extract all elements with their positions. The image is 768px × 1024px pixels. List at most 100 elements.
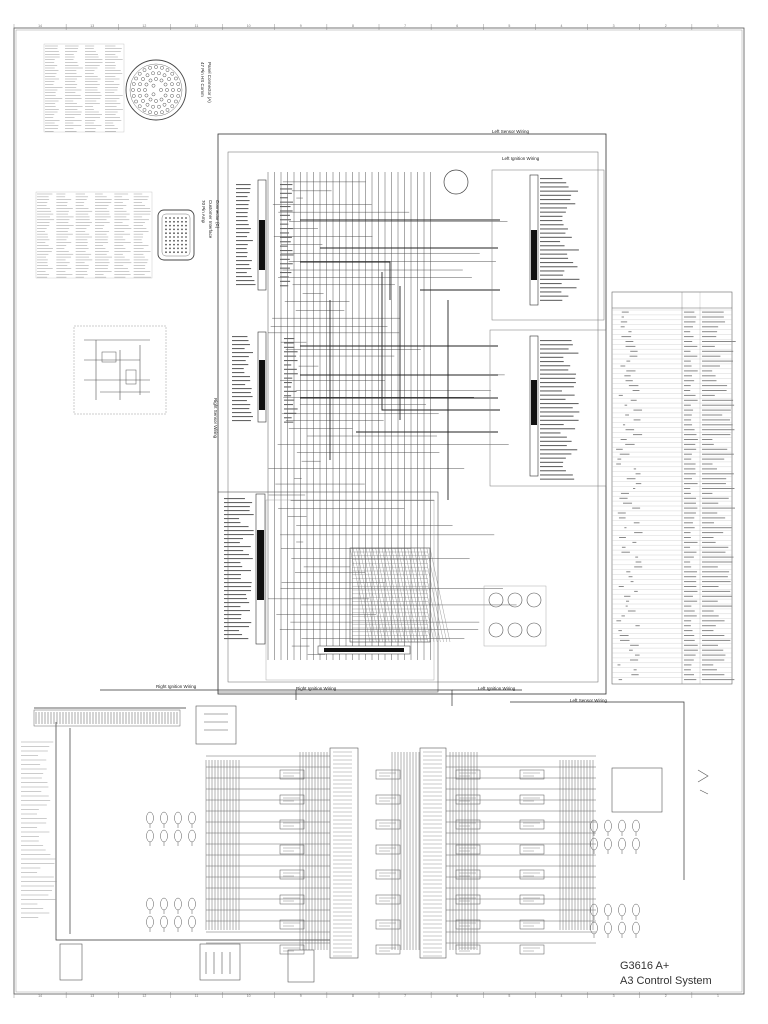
ignition-transformer	[455, 819, 481, 830]
spark-plug	[188, 811, 196, 825]
ignition-transformer	[519, 869, 545, 880]
label-right-ignition-wiring-left: Right Ignition Wiring	[156, 684, 197, 689]
title-block: G3616 A+ A3 Control System	[620, 960, 760, 996]
ignition-transformer	[279, 869, 305, 880]
spark-plug-cluster-right	[590, 819, 640, 938]
ignition-transformers-right	[455, 769, 545, 955]
border-grid-ticks	[13, 24, 693, 998]
ecm-connector-right-upper	[529, 174, 539, 306]
border-marker-top: 9	[300, 24, 302, 28]
svg-text:Connector (C): Connector (C)	[215, 200, 220, 229]
spark-plug	[188, 897, 196, 911]
border-marker-top: 2	[665, 24, 667, 28]
spark-plug	[604, 837, 612, 851]
ignition-transformer	[375, 769, 401, 780]
border-marker-bottom: 14	[38, 994, 42, 998]
connector-70-caption: 70 Pin Amp Customer Interface Connector …	[201, 200, 220, 239]
svg-text:Customer Interface: Customer Interface	[208, 200, 213, 239]
ignition-transformer	[519, 944, 545, 955]
border-marker-bottom: 5	[508, 994, 510, 998]
junction-box-right	[419, 747, 447, 959]
spark-plug	[174, 915, 182, 929]
border-marker-top: 10	[247, 24, 251, 28]
spark-plug	[174, 811, 182, 825]
ignition-transformer	[279, 844, 305, 855]
ignition-transformer	[519, 894, 545, 905]
spark-plug	[146, 897, 154, 911]
border-marker-top: 11	[195, 24, 199, 28]
border-marker-bottom: 9	[300, 994, 302, 998]
ignition-transformer	[375, 894, 401, 905]
border-marker-bottom: 1	[717, 994, 719, 998]
main-control-frame	[217, 133, 607, 695]
spark-plug	[632, 837, 640, 851]
spark-plug	[160, 829, 168, 843]
spark-plug	[188, 829, 196, 843]
upper-wire-harness	[217, 169, 607, 693]
ignition-transformer	[375, 794, 401, 805]
ignition-transformer	[519, 844, 545, 855]
spark-plug	[188, 915, 196, 929]
ignition-transformer	[455, 869, 481, 880]
border-marker-top: 3	[613, 24, 615, 28]
lower-cable-header	[33, 709, 181, 727]
spark-plug	[146, 811, 154, 825]
spark-plug	[618, 837, 626, 851]
border-marker-top: 8	[352, 24, 354, 28]
spark-plug	[160, 811, 168, 825]
ignition-transformers-left	[279, 769, 401, 955]
border-marker-bottom: 8	[352, 994, 354, 998]
border-marker-top: 4	[561, 24, 563, 28]
label-left-ignition-wiring-bottom: Left Ignition Wiring	[478, 686, 516, 691]
spark-plug	[632, 921, 640, 935]
border-marker-top: 6	[456, 24, 458, 28]
ignition-transformer	[375, 919, 401, 930]
connector-47-caption: 47 Pin HS Comm Panel Connector (A)	[200, 62, 212, 103]
label-right-sensor-wiring: Right Sensor Wiring	[213, 398, 218, 439]
ignition-transformer	[519, 794, 545, 805]
border-marker-bottom: 6	[456, 994, 458, 998]
border-marker-bottom: 4	[561, 994, 563, 998]
border-marker-top: 5	[508, 24, 510, 28]
spark-plug	[604, 903, 612, 917]
border-marker-top: 13	[90, 24, 94, 28]
ignition-transformer	[279, 794, 305, 805]
border-marker-bottom: 2	[665, 994, 667, 998]
ignition-transformer	[519, 769, 545, 780]
junction-box-left	[329, 747, 359, 959]
ignition-transformer	[455, 794, 481, 805]
spark-plug	[174, 897, 182, 911]
connector-70-pin-symbol	[157, 209, 195, 261]
ignition-transformer	[279, 944, 305, 955]
spark-plug	[618, 921, 626, 935]
title-model: G3616 A+	[620, 960, 670, 972]
bottom-connectors	[59, 705, 709, 983]
spark-plug	[160, 897, 168, 911]
label-left-sensor-wiring-bottom: Left Sensor Wiring	[570, 698, 608, 703]
label-left-sensor-wiring-top: Left Sensor Wiring	[492, 129, 530, 134]
ignition-transformer	[279, 769, 305, 780]
connector-pin-table-70pin	[35, 191, 153, 279]
spark-plug	[632, 903, 640, 917]
svg-text:47 Pin HS Comm: 47 Pin HS Comm	[200, 62, 205, 97]
ignition-transformer	[375, 869, 401, 880]
ignition-transformer	[375, 944, 401, 955]
connector-pin-table-47pin	[43, 43, 125, 133]
ignition-transformer	[279, 894, 305, 905]
ignition-transformer	[455, 894, 481, 905]
ignition-transformer	[455, 844, 481, 855]
spark-plug	[174, 829, 182, 843]
border-marker-top: 7	[404, 24, 406, 28]
title-system: A3 Control System	[620, 975, 712, 987]
ignition-transformer	[455, 769, 481, 780]
lower-wire-harness	[205, 752, 596, 950]
spark-plug	[604, 819, 612, 833]
border-marker-top: 12	[142, 24, 146, 28]
spark-plug	[146, 829, 154, 843]
wire-legend-table	[611, 291, 736, 685]
power-supply-schematic	[73, 325, 167, 415]
relay-symbol	[443, 169, 469, 195]
